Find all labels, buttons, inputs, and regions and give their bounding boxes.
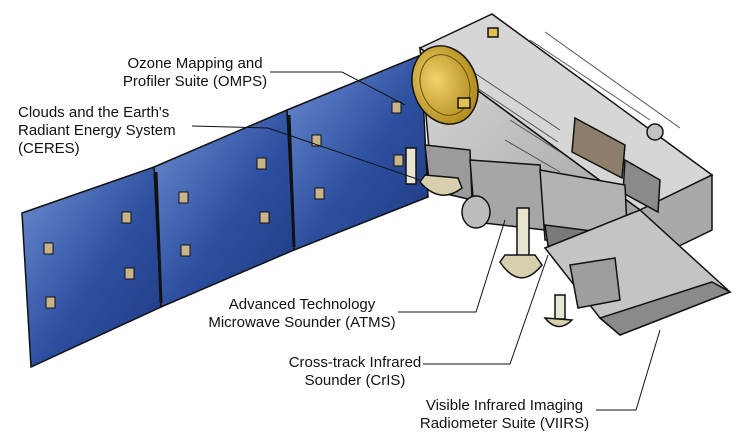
- ceres-leader: [191, 125, 421, 181]
- cris-label-line1: Cross-track Infrared: [288, 354, 422, 371]
- omps-leader: [270, 71, 406, 106]
- omps-label-line2: Profiler Suite (OMPS): [122, 73, 268, 90]
- solar-panel-1: [21, 165, 162, 369]
- atms-label-line1: Advanced Technology: [228, 296, 376, 313]
- panel-fittings: [43, 101, 404, 309]
- omps-label-line1: Ozone Mapping and: [127, 55, 263, 72]
- bus-knob: [646, 123, 664, 141]
- bus-vent: [622, 158, 661, 214]
- atms-label-line2: Microwave Sounder (ATMS): [208, 314, 396, 331]
- omps-label: Ozone Mapping and Profiler Suite (OMPS): [120, 55, 270, 91]
- viirs-label-line2: Radiometer Suite (VIIRS): [419, 415, 590, 432]
- atms-label: Advanced Technology Microwave Sounder (A…: [203, 296, 401, 332]
- atms-leader: [398, 219, 506, 313]
- bus-dark-panel: [571, 116, 626, 180]
- ceres-label: Clouds and the Earth's Radiant Energy Sy…: [18, 104, 176, 158]
- solar-hinge-1: [154, 171, 163, 304]
- ceres-basket: [419, 174, 463, 196]
- atms-basket: [499, 254, 543, 279]
- viirs-label-line1: Visible Infrared Imaging: [425, 397, 584, 414]
- leader-lines: [191, 71, 661, 411]
- ceres-label-line2: Radiant Energy System: [18, 122, 176, 139]
- cris-label: Cross-track Infrared Sounder (CrIS): [285, 354, 425, 390]
- lower-instruments: [405, 144, 732, 336]
- cris-label-line2: Sounder (CrIS): [304, 372, 406, 389]
- ceres-label-line1: Clouds and the Earth's: [18, 104, 170, 121]
- solar-hinge-2: [287, 114, 296, 248]
- ceres-label-line3: (CERES): [18, 140, 80, 157]
- viirs-label: Visible Infrared Imaging Radiometer Suit…: [412, 397, 597, 433]
- cris-leader: [423, 254, 549, 365]
- viirs-leader: [596, 329, 661, 411]
